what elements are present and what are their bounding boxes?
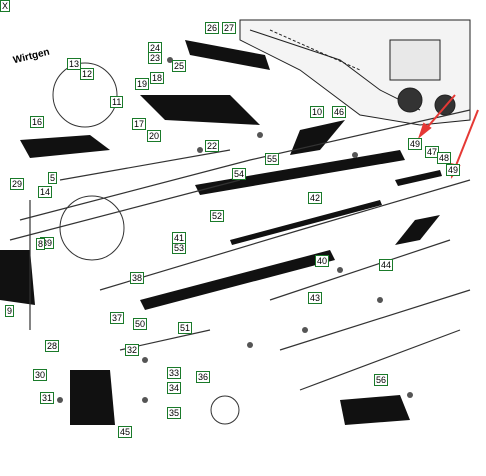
arrow-head-1	[417, 122, 432, 139]
part-callout: 50	[133, 318, 148, 330]
part-callout: 51	[178, 322, 193, 334]
part-callout: 14	[38, 186, 53, 198]
part-callout: 49	[446, 164, 461, 176]
arrow-line-1	[424, 94, 456, 131]
part-callout: 56	[374, 374, 389, 386]
part-callout: 18	[150, 72, 165, 84]
part-callout: X	[0, 0, 11, 12]
part-callout: 13	[67, 58, 82, 70]
part-callout: 25	[172, 60, 187, 72]
part-callout: 46	[332, 106, 347, 118]
part-callout: 12	[80, 68, 95, 80]
part-callout: 17	[132, 118, 147, 130]
arrow-line-2	[454, 109, 479, 169]
milling-machine-illustration	[239, 19, 471, 126]
part-callout: 55	[265, 153, 280, 165]
part-callout: 37	[110, 312, 125, 324]
part-callout: 52	[210, 210, 225, 222]
part-callout: 32	[125, 344, 140, 356]
part-callout: 54	[232, 168, 247, 180]
part-callout: 10	[310, 106, 325, 118]
part-callout: 49	[408, 138, 423, 150]
part-callout: 27	[222, 22, 237, 34]
part-callout: 5	[48, 172, 58, 184]
part-callout: 40	[315, 255, 330, 267]
part-callout: 34	[167, 382, 182, 394]
part-callout: 41	[172, 232, 187, 244]
part-callout: 42	[308, 192, 323, 204]
part-callout: 8	[36, 238, 46, 250]
part-callout: 36	[196, 371, 211, 383]
part-callout: 23	[148, 52, 163, 64]
part-callout: 45	[118, 426, 133, 438]
detail-circles	[52, 62, 240, 425]
part-callout: 38	[130, 272, 145, 284]
bolts	[57, 57, 413, 403]
part-callout: 16	[30, 116, 45, 128]
part-callout: 28	[45, 340, 60, 352]
part-callout: 43	[308, 292, 323, 304]
conveyor-belts	[0, 40, 442, 425]
part-callout: 44	[379, 259, 394, 271]
part-callout: 22	[205, 140, 220, 152]
part-callout: 26	[205, 22, 220, 34]
part-callout: 29	[10, 178, 25, 190]
part-callout: 11	[110, 96, 124, 108]
part-callout: 30	[33, 369, 48, 381]
part-callout: 9	[5, 305, 15, 317]
part-callout: 35	[167, 407, 182, 419]
part-callout: 19	[135, 78, 150, 90]
part-callout: 33	[167, 367, 182, 379]
frame-rails	[9, 109, 471, 391]
part-callout: 31	[40, 392, 55, 404]
part-callout: 48	[437, 152, 452, 164]
part-callout: 20	[147, 130, 162, 142]
